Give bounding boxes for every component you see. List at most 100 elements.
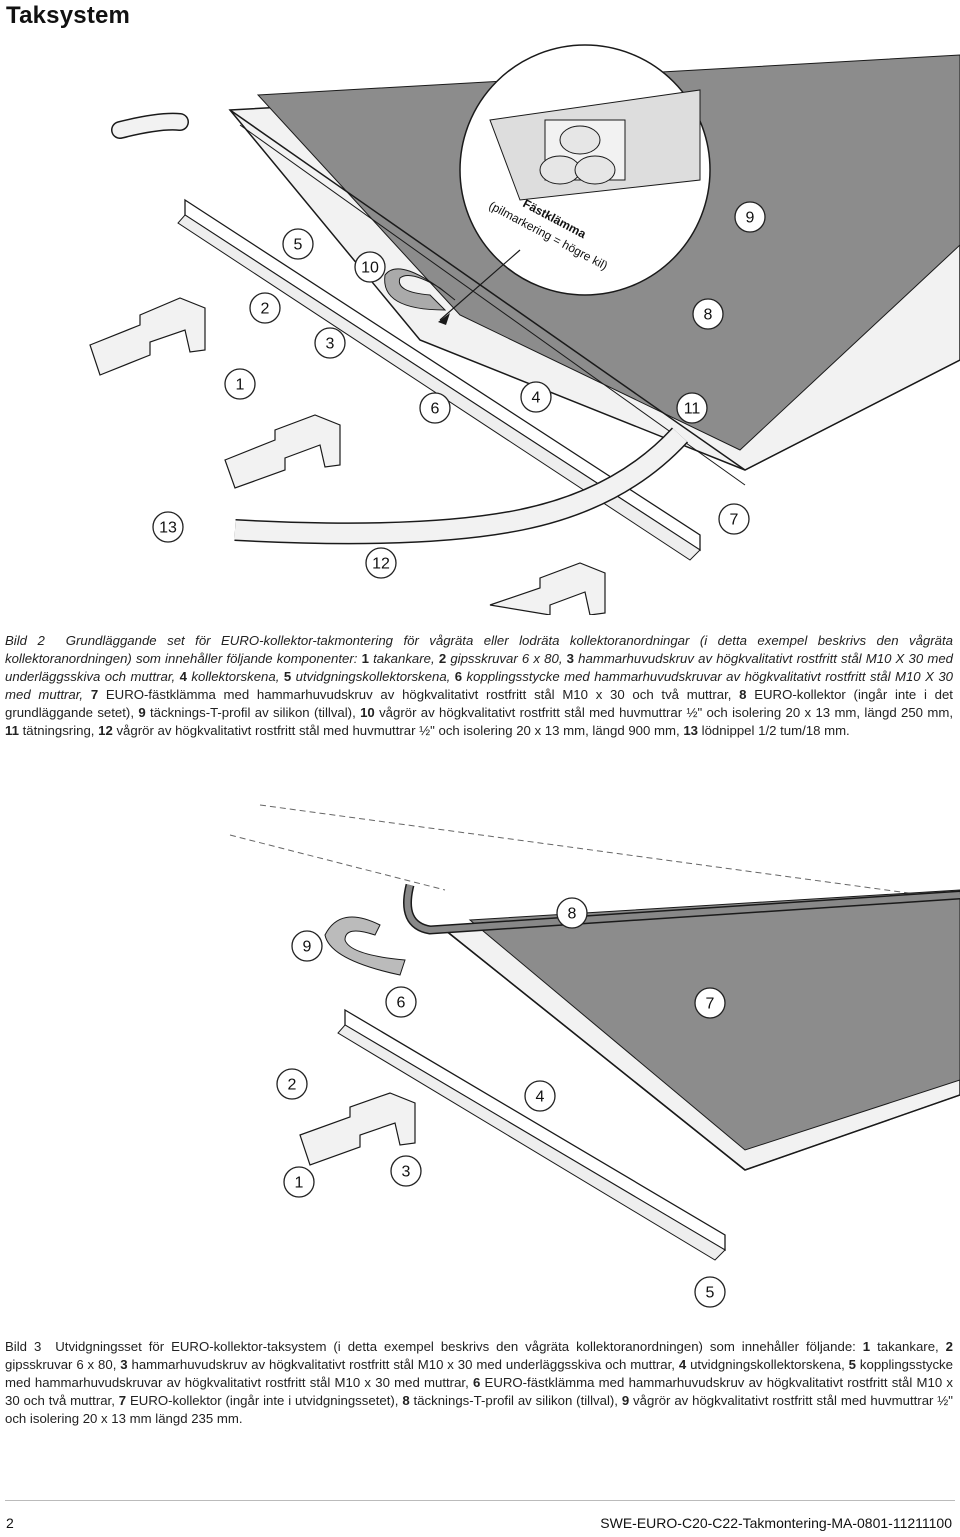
caption-part: 6 xyxy=(472,1375,481,1390)
caption-part: 9 xyxy=(138,705,146,720)
callout-4-circle xyxy=(524,1080,556,1112)
caption-part: vågrör av högkvalitativt rostfritt stål … xyxy=(374,705,953,720)
caption-part: Grundläggande set för EURO-kollektor-tak… xyxy=(5,633,953,666)
caption-part: hammarhuvudskruv av högkvalitativt rostf… xyxy=(127,1357,679,1372)
caption-part: EURO-kollektor (ingår inte i det grundlä… xyxy=(5,687,953,720)
caption-part: Utvidgningsset för EURO-kollektor-taksys… xyxy=(55,1339,863,1354)
callout-3-circle xyxy=(314,327,346,359)
callout-2-label: 2 xyxy=(288,1077,297,1094)
caption-part: 9 xyxy=(621,1393,630,1408)
caption-part: vågrör av högkvalitativt rostfritt stål … xyxy=(112,723,684,738)
caption-part: 1 xyxy=(361,651,369,666)
caption-1-prefix: Bild 2 xyxy=(5,633,45,648)
caption-part: 7 xyxy=(118,1393,127,1408)
callout-5-label: 5 xyxy=(294,237,303,254)
callout-2-circle xyxy=(276,1068,308,1100)
callout-3-label: 3 xyxy=(326,336,335,353)
caption-1-text: Grundläggande set för EURO-kollektor-tak… xyxy=(5,633,953,738)
caption-part: 10 xyxy=(360,705,375,720)
caption-part: takankare, xyxy=(870,1339,946,1354)
caption-2-text: Utvidgningsset för EURO-kollektor-taksys… xyxy=(5,1339,953,1426)
caption-part: EURO-kollektor (ingår inte i utvidgnings… xyxy=(126,1393,403,1408)
callout-5-circle xyxy=(282,228,314,260)
page-number: 2 xyxy=(6,1515,14,1531)
callout-1-label: 1 xyxy=(295,1175,304,1192)
caption-part: vågrör av högkvalitativt rostfritt stål … xyxy=(5,1393,953,1426)
caption-part: gipsskruvar 6 x 80, xyxy=(5,1357,121,1372)
document-code: SWE-EURO-C20-C22-Takmontering-MA-0801-11… xyxy=(600,1515,952,1531)
callout-11-circle xyxy=(676,392,708,424)
collector-rail xyxy=(337,1008,726,1261)
caption-part: EURO-fästklämma med hammarhuvudskruv av … xyxy=(98,687,740,702)
caption-part: 7 xyxy=(90,687,99,702)
collector-rail xyxy=(177,198,701,561)
callout-10-circle xyxy=(354,251,386,283)
callout-12-label: 12 xyxy=(372,556,390,573)
callout-7-label: 7 xyxy=(706,996,715,1013)
caption-part: 2 xyxy=(945,1339,954,1354)
callout-6-label: 6 xyxy=(397,995,406,1012)
caption-part: utvidgningskollektorskena, xyxy=(291,669,455,684)
roof-hook xyxy=(299,1092,416,1166)
caption-part: 13 xyxy=(683,723,698,738)
callout-6-label: 6 xyxy=(431,401,440,418)
callout-9-label: 9 xyxy=(303,939,312,956)
figure-2-caption: Bild 3 Utvidgningsset för EURO-kollektor… xyxy=(5,1338,953,1428)
pipe-long xyxy=(234,427,689,545)
callout-8-label: 8 xyxy=(704,307,713,324)
caption-part: 6 xyxy=(454,669,463,684)
callout-13-circle xyxy=(152,511,184,543)
caption-part: täcknings-T-profil av silikon (tillval), xyxy=(145,705,361,720)
caption-part: 3 xyxy=(566,651,574,666)
callout-13-label: 13 xyxy=(159,520,177,537)
caption-part: kopplingsstycke med hammarhuvudskruvar a… xyxy=(5,669,953,702)
callout-8-circle xyxy=(692,298,724,330)
pipe-short xyxy=(111,112,189,139)
caption-part: utvidgningskollektorskena, xyxy=(686,1357,849,1372)
caption-part: 5 xyxy=(283,669,292,684)
caption-part: takankare, xyxy=(368,651,439,666)
callout-6-circle xyxy=(385,986,417,1018)
caption-part: kollektorskena, xyxy=(186,669,284,684)
caption-part: 2 xyxy=(438,651,447,666)
callout-12-circle xyxy=(365,547,397,579)
callout-9-circle xyxy=(291,930,323,962)
caption-part: 12 xyxy=(98,723,113,738)
roof-hook xyxy=(89,297,606,615)
detail-inset: Fästklämma (pilmarkering = högre kil) xyxy=(438,44,711,325)
callout-3-label: 3 xyxy=(402,1164,411,1181)
callout-4-label: 4 xyxy=(532,390,541,407)
caption-part: 4 xyxy=(179,669,187,684)
caption-part: 11 xyxy=(5,723,19,738)
caption-part: 4 xyxy=(678,1357,687,1372)
callout-2-label: 2 xyxy=(261,301,270,318)
page-title: Taksystem xyxy=(6,2,131,29)
callout-4-label: 4 xyxy=(536,1089,545,1106)
caption-part: 1 xyxy=(862,1339,871,1354)
t-profile xyxy=(403,883,960,935)
caption-part: hammarhuvudskruv av högkvalitativt rostf… xyxy=(5,651,953,684)
footer-divider xyxy=(5,1500,955,1501)
pipe-clamp xyxy=(324,916,406,976)
callout-11-label: 11 xyxy=(684,401,701,418)
caption-part: lödnippel 1/2 tum/18 mm. xyxy=(697,723,850,738)
callout-9-label: 9 xyxy=(746,210,755,227)
callout-7-circle xyxy=(694,987,726,1019)
pipe-clamp xyxy=(384,268,456,311)
caption-part: 8 xyxy=(402,1393,410,1408)
caption-2-prefix: Bild 3 xyxy=(5,1339,42,1354)
callout-8-label: 8 xyxy=(568,906,577,923)
figure-1-caption: Bild 2 Grundläggande set för EURO-kollek… xyxy=(5,632,953,740)
caption-part: tätningsring, xyxy=(18,723,99,738)
callout-9-circle xyxy=(734,201,766,233)
callout-5-circle xyxy=(694,1276,726,1308)
caption-part: EURO-fästklämma med hammarhuvudskruv av … xyxy=(5,1375,953,1408)
callout-7-circle xyxy=(718,503,750,535)
caption-part: gipsskruvar 6 x 80, xyxy=(446,651,567,666)
caption-part: kopplingsstycke med hammarhuvudskruvar a… xyxy=(5,1357,953,1390)
callout-3-circle xyxy=(390,1155,422,1187)
callout-1-circle xyxy=(224,368,256,400)
caption-part: 3 xyxy=(120,1357,128,1372)
